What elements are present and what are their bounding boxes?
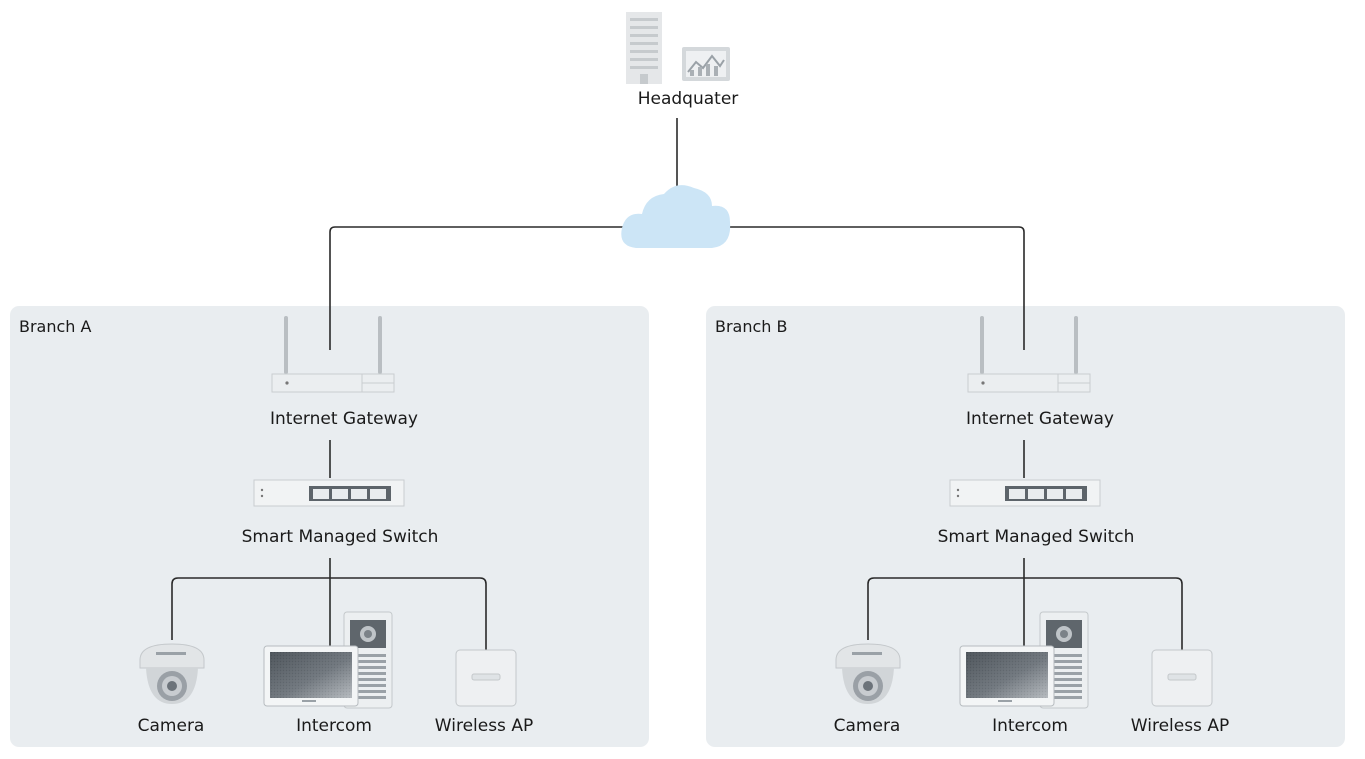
branch-b-camera-label: Camera <box>833 716 901 736</box>
branch-b-wireless-ap-label: Wireless AP <box>1130 716 1230 736</box>
branch-a-gateway-label: Internet Gateway <box>269 409 419 429</box>
branch-b-intercom-label: Intercom <box>992 716 1068 736</box>
headquarter-label: Headquater <box>637 89 739 109</box>
branch-a-dome-camera-icon <box>139 643 205 704</box>
branch-a-switch-icon <box>253 479 405 507</box>
branch-a-panel <box>10 306 649 747</box>
branch-b-device-links <box>867 558 1183 650</box>
branch-a-camera-label: Camera <box>137 716 205 736</box>
branch-a-wireless-ap-icon <box>455 649 517 707</box>
branch-a-switch-label: Smart Managed Switch <box>241 527 439 547</box>
branch-b-dome-camera-icon <box>835 643 901 704</box>
cloud-icon <box>621 185 731 248</box>
branch-b-panel <box>706 306 1345 747</box>
branch-b-intercom-monitor-icon <box>959 645 1055 707</box>
branch-a-intercom-label: Intercom <box>296 716 372 736</box>
branch-b-gateway-label: Internet Gateway <box>965 409 1115 429</box>
branch-a-device-links <box>171 558 487 650</box>
branch-a-router-icon <box>271 316 395 393</box>
branch-a-intercom-monitor-icon <box>263 645 359 707</box>
building-icon <box>626 12 662 84</box>
branch-b-router-icon <box>967 316 1091 393</box>
uplink-lines <box>329 118 1025 350</box>
chart-board-icon <box>682 47 730 81</box>
branch-a-title: Branch A <box>19 317 92 336</box>
branch-b-wireless-ap-icon <box>1151 649 1213 707</box>
branch-b-switch-label: Smart Managed Switch <box>937 527 1135 547</box>
branch-b-switch-icon <box>949 479 1101 507</box>
branch-b-title: Branch B <box>715 317 788 336</box>
branch-a-wireless-ap-label: Wireless AP <box>434 716 534 736</box>
